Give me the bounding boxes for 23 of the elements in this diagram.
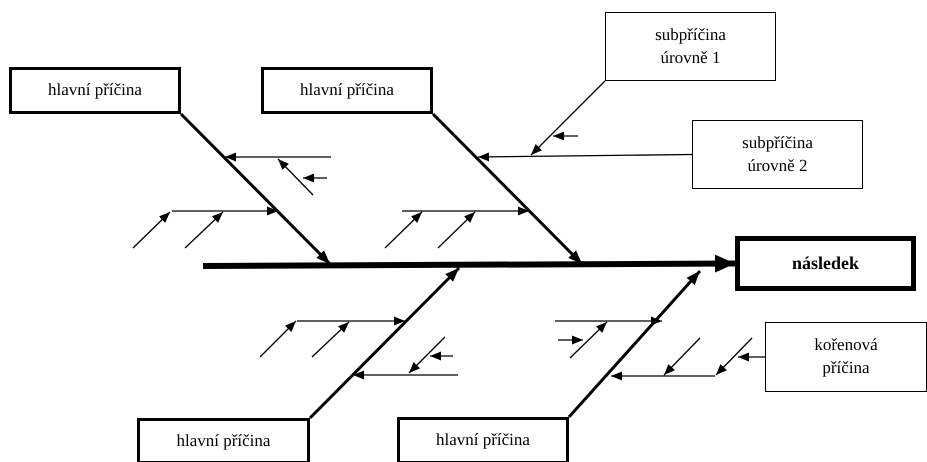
sub-cause-arrow [738,352,765,362]
sub-cause-box [692,120,863,189]
cause-arrow [308,266,460,420]
cause-arrow [180,112,332,266]
spine-arrow [202,254,736,273]
cause-label: hlavní příčina [176,430,272,452]
cause-arrow [568,270,702,418]
sub-cause-arrow [478,152,692,162]
effect-label: následek [790,252,860,276]
cause-label: hlavní příčina [299,79,395,102]
cause-label: subpříčina úrovně 2 [741,132,814,176]
cause-box [397,417,569,462]
cause-label: hlavní příčina [47,79,143,102]
cause-box [137,418,310,462]
cause-box [9,67,181,114]
cause-box [261,67,433,114]
sub-cause-box [605,12,776,81]
effect-box [735,236,916,291]
cause-label: subpříčina úrovně 1 [654,24,727,68]
cause-label: kořenová příčina [813,334,879,379]
root-cause-box [765,322,927,392]
sub-cause-arrow [530,80,606,156]
cause-label: hlavní příčina [435,429,531,452]
